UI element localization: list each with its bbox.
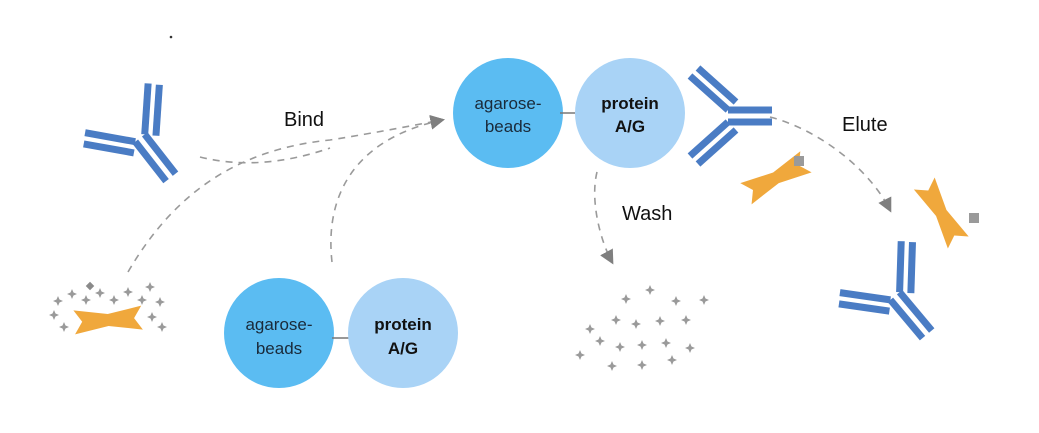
eluted-impurity-square <box>969 213 979 223</box>
bead-bottom-label-2: beads <box>256 339 302 358</box>
agarose-bead-bottom <box>224 278 334 388</box>
eluted-antigen-icon <box>913 177 969 249</box>
bind-arrow-from-lysate <box>127 115 445 273</box>
flow-arrows <box>127 115 892 273</box>
antigen-bowtie-icon <box>73 305 143 335</box>
antibody-y-icon <box>79 79 209 207</box>
bind-label: Bind <box>284 109 324 131</box>
bead-top-label-2: beads <box>485 117 531 136</box>
bound-impurity-square <box>794 156 804 166</box>
elute-label: Elute <box>842 114 888 136</box>
agarose-bead-top <box>453 58 563 168</box>
protein-ag-top <box>575 58 685 168</box>
bead-bottom-label-1: agarose- <box>245 315 312 334</box>
eluted-antibody-icon <box>834 236 964 365</box>
protein-bottom-label-1: protein <box>374 315 432 334</box>
protein-top-label-2: A/G <box>615 117 645 136</box>
bead-top-label-1: agarose- <box>474 94 541 113</box>
bound-antibody-icon <box>687 65 772 167</box>
bind-arrow-from-antibody <box>199 147 331 164</box>
lysate-mixture <box>49 281 167 335</box>
bind-arrow-from-beads <box>330 115 445 263</box>
impurity-square-icon <box>85 281 95 291</box>
washed-impurities <box>575 285 709 371</box>
protein-top-label-1: protein <box>601 94 659 113</box>
stray-dot <box>169 35 173 39</box>
wash-arrow <box>593 171 614 265</box>
protein-bottom-label-2: A/G <box>388 339 418 358</box>
elute-arrow <box>769 116 892 213</box>
protein-ag-bottom <box>348 278 458 388</box>
bead-complex-bottom: agarose- beads protein A/G <box>224 278 458 388</box>
bead-complex-top: agarose- beads protein A/G <box>453 58 685 168</box>
wash-label: Wash <box>622 203 672 225</box>
